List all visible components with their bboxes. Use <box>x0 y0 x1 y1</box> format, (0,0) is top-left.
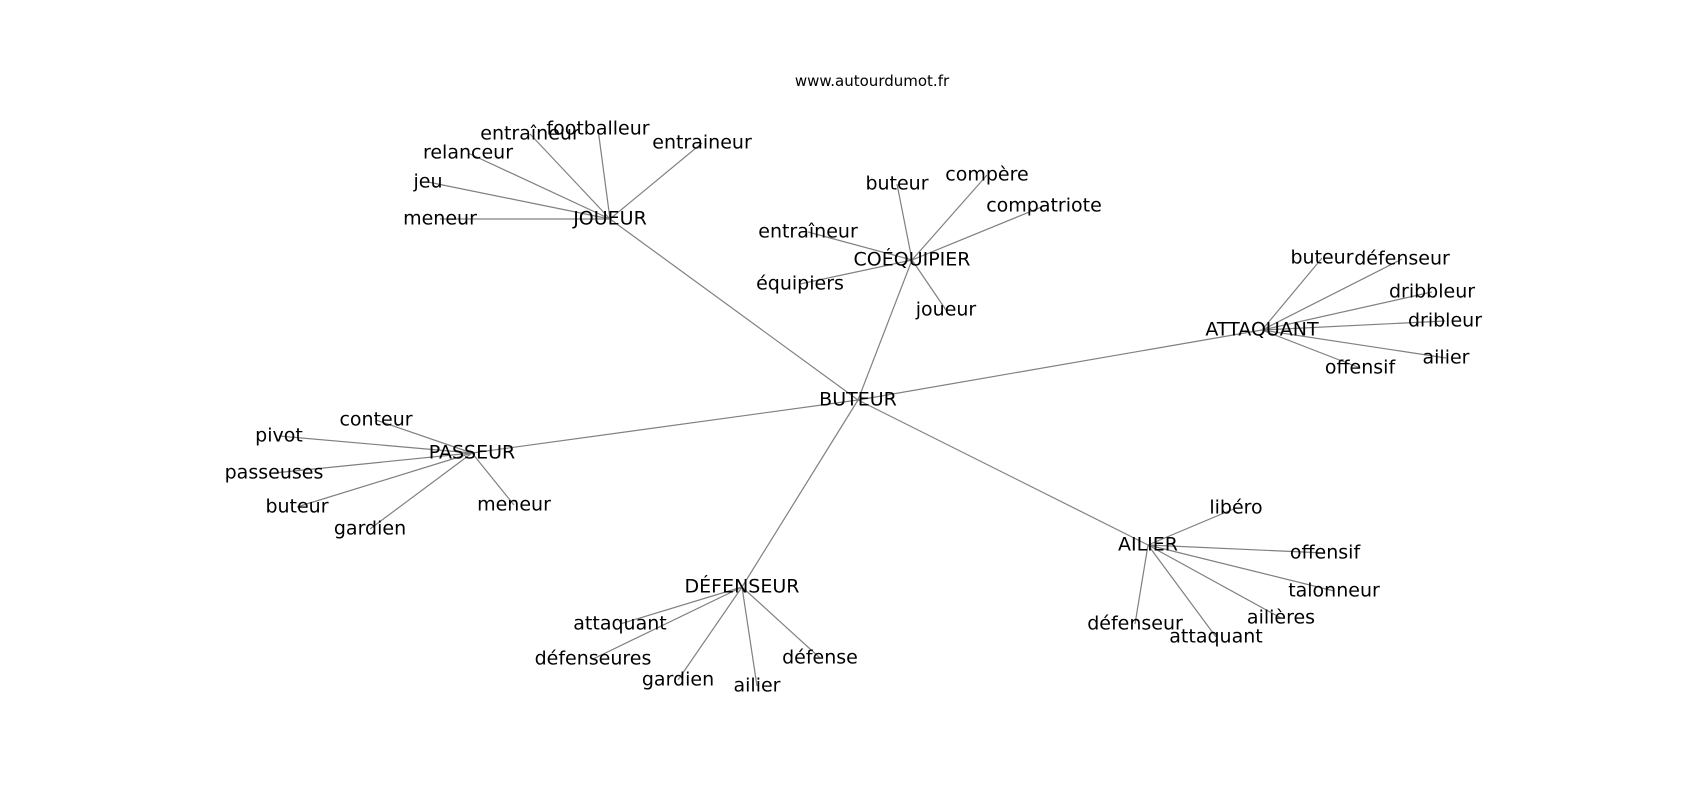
edge-center-attaquant <box>857 329 1263 401</box>
edge-coequipier-compatriote <box>911 205 1045 261</box>
edge-joueur-jeu <box>427 181 611 220</box>
leaf-node-defenseur-defense: défense <box>782 647 858 669</box>
leaf-node-joueur-relanceur: relanceur <box>423 142 513 164</box>
leaf-node-ailier-offensif: offensif <box>1290 542 1362 564</box>
edge-passeur-buteur <box>296 452 473 508</box>
leaf-node-attaquant-dribleur: dribleur <box>1408 310 1482 332</box>
edge-ailier-offensif <box>1147 544 1326 554</box>
leaf-node-joueur-meneur: meneur <box>403 208 477 230</box>
edge-center-coequipier <box>857 259 913 401</box>
edge-center-ailier <box>857 399 1149 546</box>
edge-defenseur-gardien <box>677 586 743 681</box>
edge-attaquant-offensif <box>1261 329 1361 369</box>
leaf-node-passeur-conteur: conteur <box>339 409 412 431</box>
center-node-label: BUTEUR <box>819 389 897 411</box>
edges-layer <box>273 128 1447 687</box>
hub-node-defenseur: DÉFENSEUR <box>685 575 800 598</box>
hub-node-coequipier: COÉQUIPIER <box>854 248 971 271</box>
edge-ailier-defenseur <box>1134 544 1149 625</box>
leaf-node-ailier-attaquant: attaquant <box>1169 626 1262 648</box>
leaf-node-defenseur-gardien: gardien <box>642 669 714 691</box>
leaf-node-joueur-entraineur: entraineur <box>652 132 752 154</box>
edge-joueur-relanceur <box>467 152 611 220</box>
edge-passeur-pivot <box>278 435 473 454</box>
edge-defenseur-defense <box>741 586 821 659</box>
leaf-node-passeur-gardien: gardien <box>334 518 406 540</box>
leaf-node-coequipier-equipiers: équipiers <box>756 273 844 295</box>
edge-joueur-entraineur <box>529 133 611 220</box>
edge-coequipier-entraineur <box>807 231 913 261</box>
edge-ailier-libero <box>1147 507 1237 546</box>
hub-node-ailier: AILIER <box>1118 534 1178 556</box>
edge-joueur-footballeur <box>597 128 611 220</box>
edge-passeur-passeuses <box>273 452 473 474</box>
leaf-node-attaquant-defenseur: défenseur <box>1354 248 1450 270</box>
leaf-node-attaquant-dribbleur: dribbleur <box>1389 281 1475 303</box>
leaf-node-defenseur-ailier: ailier <box>734 675 781 697</box>
edge-attaquant-ailier <box>1261 329 1447 359</box>
leaf-node-attaquant-ailier: ailier <box>1423 347 1470 369</box>
leaf-node-defenseur-attaquant: attaquant <box>573 613 666 635</box>
edge-defenseur-defenseures <box>592 586 743 660</box>
leaf-node-defenseur-defenseures: défenseures <box>535 648 652 670</box>
edge-center-joueur <box>609 218 859 401</box>
source-url: www.autourdumot.fr <box>794 72 950 90</box>
edge-ailier-talonneur <box>1147 544 1335 592</box>
edge-joueur-entraineur <box>609 142 703 220</box>
edge-coequipier-joueur <box>911 259 947 311</box>
leaf-node-coequipier-entraineur: entraîneur <box>758 221 858 243</box>
edge-defenseur-attaquant <box>619 586 743 625</box>
edge-attaquant-dribleur <box>1261 320 1446 331</box>
edge-coequipier-buteur <box>896 183 913 261</box>
edge-attaquant-dribbleur <box>1261 291 1433 331</box>
edge-attaquant-buteur <box>1261 257 1323 331</box>
edge-coequipier-equipiers <box>799 259 913 285</box>
leaf-node-joueur-jeu: jeu <box>412 171 442 193</box>
hub-node-joueur: JOUEUR <box>572 208 647 230</box>
leaf-node-joueur-footballeur: footballeur <box>546 118 649 140</box>
leaf-node-attaquant-buteur: buteur <box>1290 247 1353 269</box>
leaf-node-joueur-entraineur: entraîneur <box>480 123 580 145</box>
edge-passeur-meneur <box>471 452 515 506</box>
hub-node-passeur: PASSEUR <box>429 442 515 464</box>
edge-coequipier-compere <box>911 174 988 261</box>
leaf-node-coequipier-joueur: joueur <box>915 299 977 321</box>
leaf-node-coequipier-compere: compère <box>945 164 1028 186</box>
leaf-node-ailier-libero: libéro <box>1209 497 1262 519</box>
leaf-node-coequipier-buteur: buteur <box>865 173 928 195</box>
leaf-node-passeur-pivot: pivot <box>255 425 303 447</box>
edge-center-passeur <box>471 399 859 454</box>
leaf-node-ailier-defenseur: défenseur <box>1087 613 1183 635</box>
edge-center-defenseur <box>741 399 859 588</box>
leaf-node-attaquant-offensif: offensif <box>1325 357 1397 379</box>
leaf-node-ailier-ailieres: ailières <box>1247 607 1315 629</box>
leaf-node-ailier-talonneur: talonneur <box>1288 580 1380 602</box>
edge-passeur-gardien <box>369 452 473 530</box>
hub-node-attaquant: ATTAQUANT <box>1205 319 1319 341</box>
edge-ailier-attaquant <box>1147 544 1217 638</box>
edge-ailier-ailieres <box>1147 544 1282 619</box>
leaf-node-passeur-meneur: meneur <box>477 494 551 516</box>
edge-passeur-conteur <box>375 419 473 454</box>
leaf-node-coequipier-compatriote: compatriote <box>986 195 1102 217</box>
edge-defenseur-ailier <box>741 586 758 687</box>
labels-layer: BUTEURJOUEURentraîneurfootballeurentrain… <box>225 118 1483 697</box>
edge-attaquant-defenseur <box>1261 258 1403 331</box>
leaf-node-passeur-buteur: buteur <box>265 496 328 518</box>
leaf-node-passeur-passeuses: passeuses <box>225 462 324 484</box>
